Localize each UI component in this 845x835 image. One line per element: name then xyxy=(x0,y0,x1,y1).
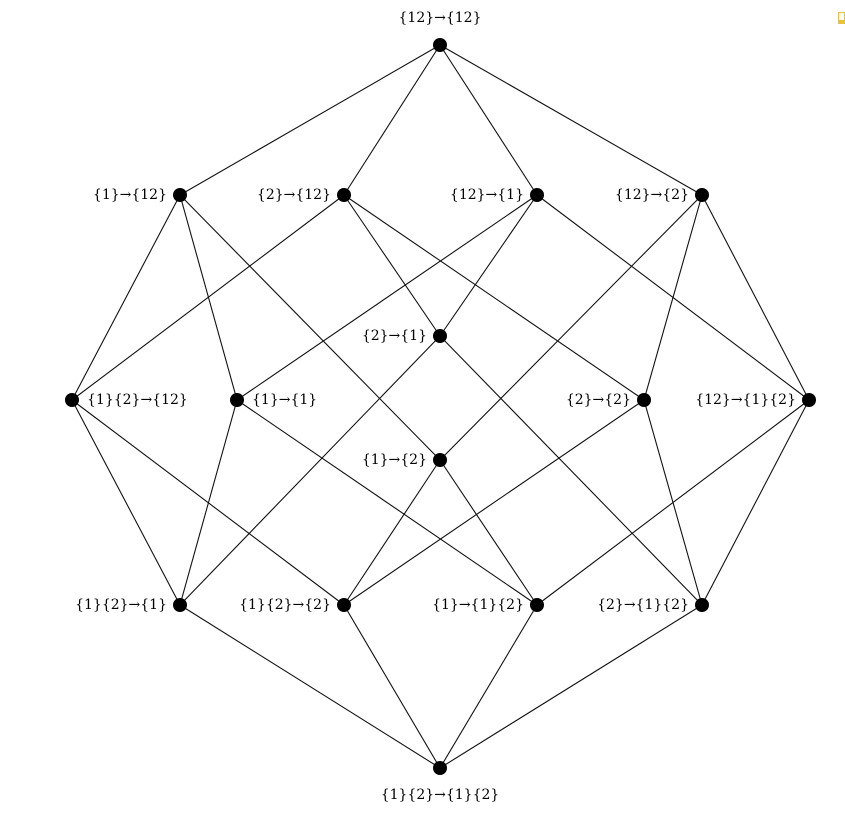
edge-n2_12-n2_2 xyxy=(343,194,645,401)
edge-n12_2-n1_2 xyxy=(439,194,703,461)
edge-n1_1-n1_2_1 xyxy=(179,399,238,606)
edge-n12_1-n1_1 xyxy=(236,194,538,401)
edge-n1_2_2-n1_2_1_2 xyxy=(343,604,441,769)
node-label-n12_1: {12}→{1} xyxy=(450,187,524,203)
edge-n2_2-n1_2_2 xyxy=(343,399,645,606)
node-n1_2_1 xyxy=(173,598,187,612)
node-label-n12_1_2: {12}→{1}{2} xyxy=(695,392,796,408)
edge-n1_2_1-n1_2_1_2 xyxy=(179,604,441,769)
node-label-n1_2_1: {1}{2}→{1} xyxy=(75,597,167,613)
node-label-n1_2_12: {1}{2}→{12} xyxy=(87,392,188,408)
node-label-n12_12: {12}→{12} xyxy=(399,10,482,26)
edge-n12_12-n12_1 xyxy=(439,44,538,196)
edge-n1_1-n1_1_2 xyxy=(236,399,538,606)
node-label-n2_12: {2}→{12} xyxy=(257,187,331,203)
node-label-n1_1_2: {1}→{1}{2} xyxy=(432,597,524,613)
node-label-n1_2_1_2: {1}{2}→{1}{2} xyxy=(381,787,500,803)
node-label-n2_1: {2}→{1} xyxy=(362,328,427,344)
node-label-n2_1_2: {2}→{1}{2} xyxy=(597,597,689,613)
node-n2_1_2 xyxy=(695,598,709,612)
partial-yellow-icon xyxy=(838,12,845,24)
node-n2_12 xyxy=(337,188,351,202)
edge-n2_1_2-n1_2_1_2 xyxy=(439,604,703,769)
node-n2_1 xyxy=(433,329,447,343)
node-label-n1_2_2: {1}{2}→{2} xyxy=(239,597,331,613)
node-n1_1_2 xyxy=(530,598,544,612)
edge-n1_2-n1_1_2 xyxy=(439,459,538,606)
node-label-n1_1: {1}→{1} xyxy=(252,392,317,408)
edge-n1_1_2-n1_2_1_2 xyxy=(439,604,538,769)
node-n1_2_2 xyxy=(337,598,351,612)
node-label-n1_12: {1}→{12} xyxy=(93,187,167,203)
node-label-n2_2: {2}→{2} xyxy=(566,392,631,408)
edge-n12_12-n2_12 xyxy=(343,44,441,196)
node-n12_1 xyxy=(530,188,544,202)
node-n12_1_2 xyxy=(802,393,816,407)
edge-n12_12-n1_12 xyxy=(179,44,441,196)
node-label-n12_2: {12}→{2} xyxy=(615,187,689,203)
edge-n2_1-n2_1_2 xyxy=(439,335,703,606)
edge-n1_12-n1_2 xyxy=(179,194,441,461)
edges-layer xyxy=(71,44,810,769)
node-n1_2 xyxy=(433,453,447,467)
edge-n1_2-n1_2_2 xyxy=(343,459,441,606)
edge-n1_2_12-n1_2_1 xyxy=(71,399,181,606)
edge-n2_12-n1_2_12 xyxy=(71,194,345,401)
node-n1_12 xyxy=(173,188,187,202)
node-label-n1_2: {1}→{2} xyxy=(362,452,427,468)
edge-n12_1_2-n2_1_2 xyxy=(701,399,810,606)
edge-n12_2-n2_2 xyxy=(643,194,703,401)
node-n1_2_1_2 xyxy=(433,761,447,775)
edge-n12_1_2-n1_1_2 xyxy=(536,399,810,606)
nodes-layer xyxy=(65,38,816,775)
node-n12_12 xyxy=(433,38,447,52)
edge-n12_1-n2_1 xyxy=(439,194,538,337)
edge-n12_12-n12_2 xyxy=(439,44,703,196)
node-n1_2_12 xyxy=(65,393,79,407)
edge-n2_12-n2_1 xyxy=(343,194,441,337)
edge-n12_2-n12_1_2 xyxy=(701,194,810,401)
node-n12_2 xyxy=(695,188,709,202)
node-n1_1 xyxy=(230,393,244,407)
edge-n1_12-n1_2_12 xyxy=(71,194,181,401)
node-n2_2 xyxy=(637,393,651,407)
edge-n2_1-n1_2_1 xyxy=(179,335,441,606)
labels-layer: {12}→{12} {1}→{12} {2}→{12} {12}→{1} {12}→{2… xyxy=(75,10,796,803)
